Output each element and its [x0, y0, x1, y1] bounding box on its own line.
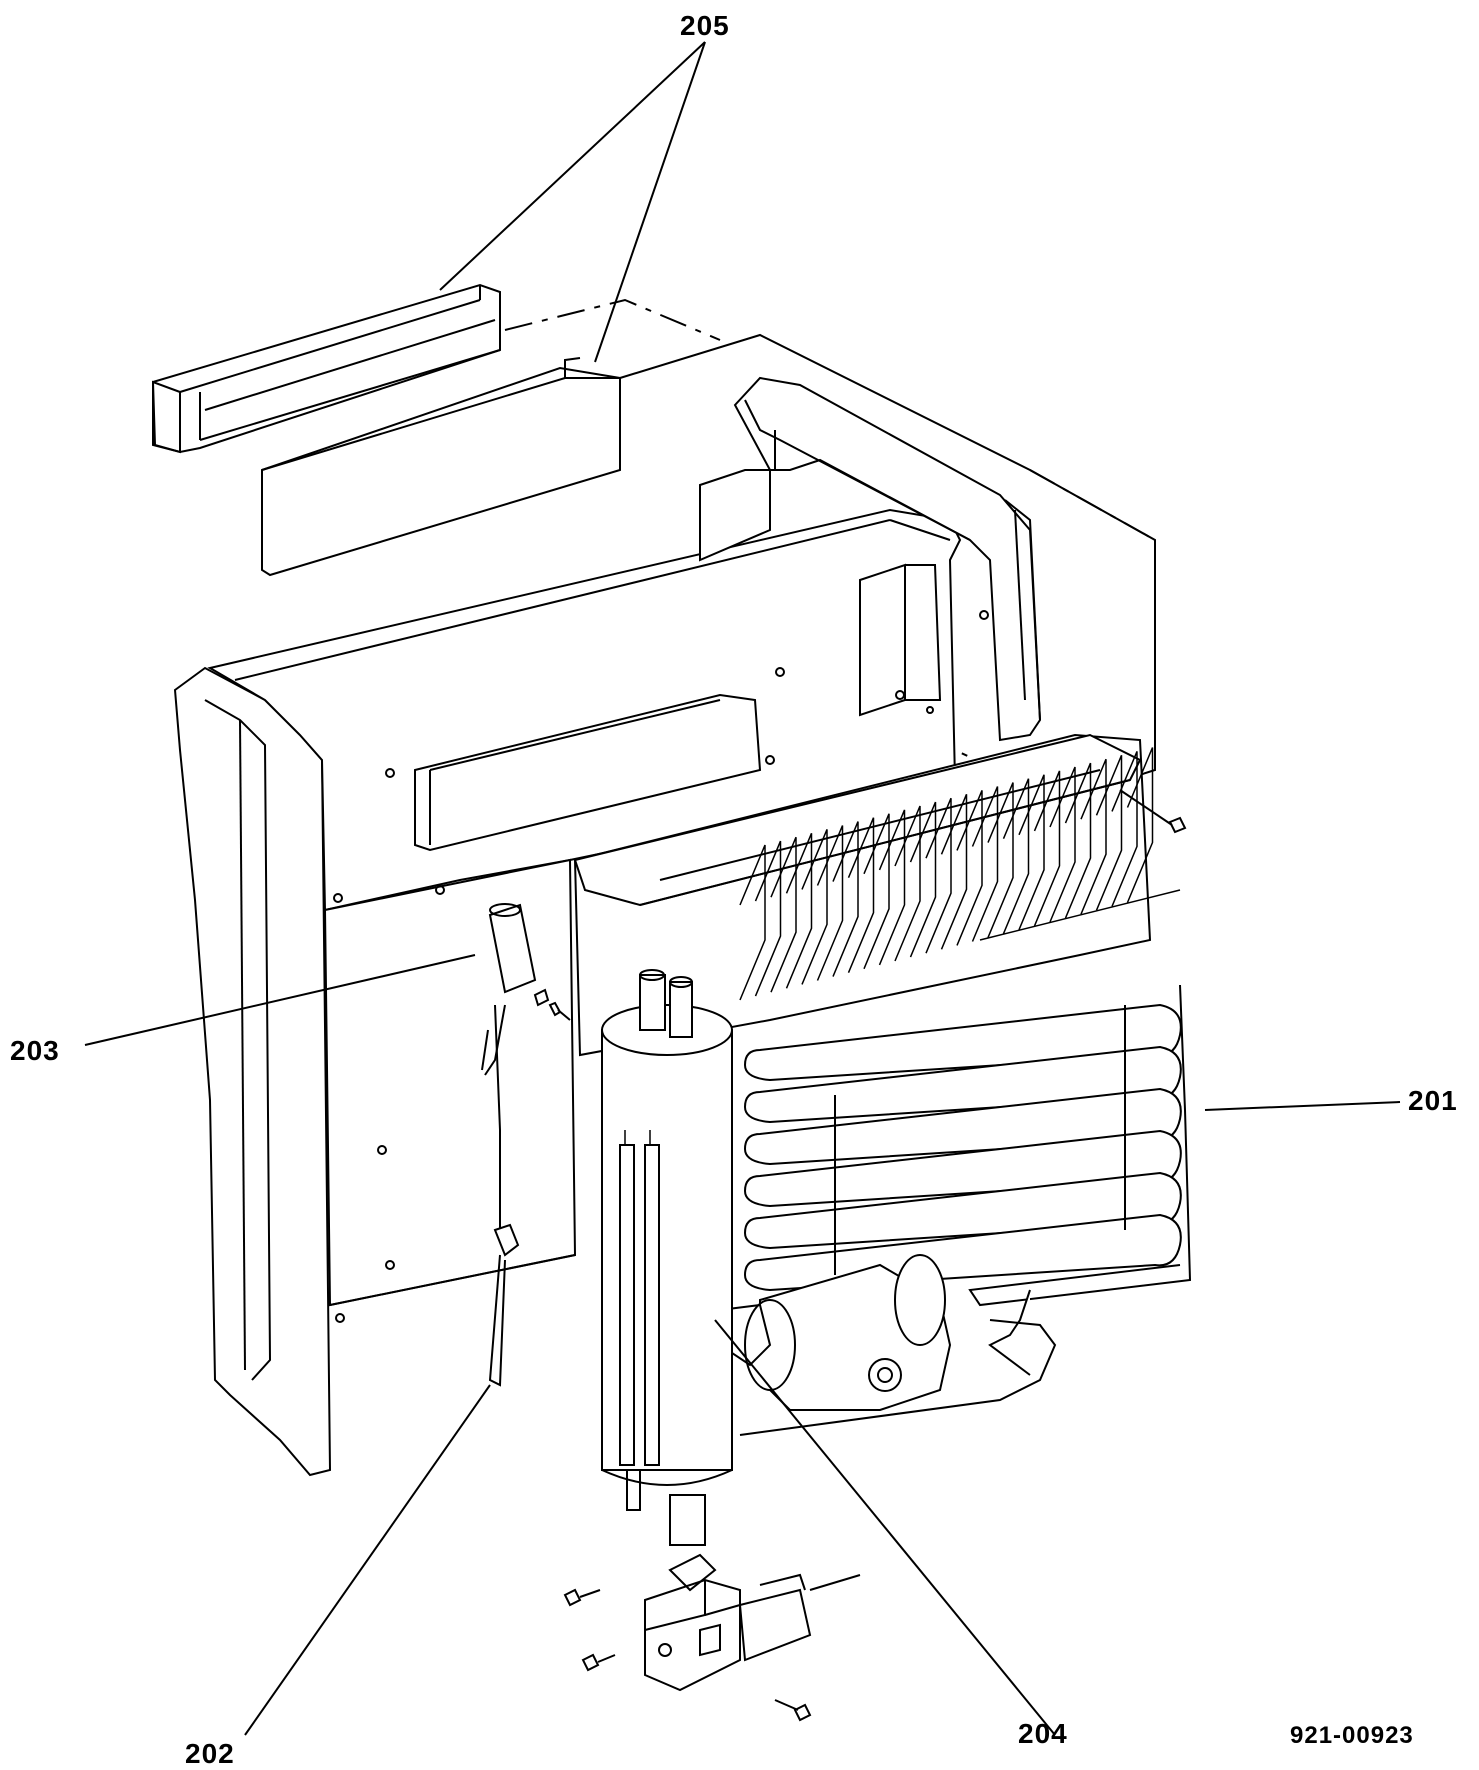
condenser-fin: [801, 829, 828, 985]
thermocouple-203: [481, 903, 571, 1387]
condenser-fin: [1126, 747, 1154, 903]
coil-loop: [743, 1213, 1182, 1292]
callout-202: 202: [185, 1738, 235, 1769]
callout-204: 204: [1018, 1718, 1068, 1749]
leader-lines: [84, 41, 1401, 1736]
drawing-number: 921-00923: [1290, 1722, 1414, 1749]
callout-205: 205: [680, 10, 730, 41]
cooling-coil: [739, 984, 1192, 1436]
callout-203: 203: [10, 1035, 60, 1066]
condenser-fin: [754, 840, 782, 997]
callout-201: 201: [1408, 1085, 1458, 1116]
screw-right: [1119, 789, 1187, 834]
boiler-204: [601, 969, 733, 1546]
condenser-fin: [785, 833, 813, 989]
burner-assembly: [563, 1553, 861, 1722]
finned-condenser: [573, 733, 1181, 1057]
condenser-fin: [739, 844, 766, 1001]
condenser-fin: [770, 836, 797, 993]
receiver-cylinder: [719, 1254, 952, 1411]
foam-block-205: [151, 283, 621, 577]
